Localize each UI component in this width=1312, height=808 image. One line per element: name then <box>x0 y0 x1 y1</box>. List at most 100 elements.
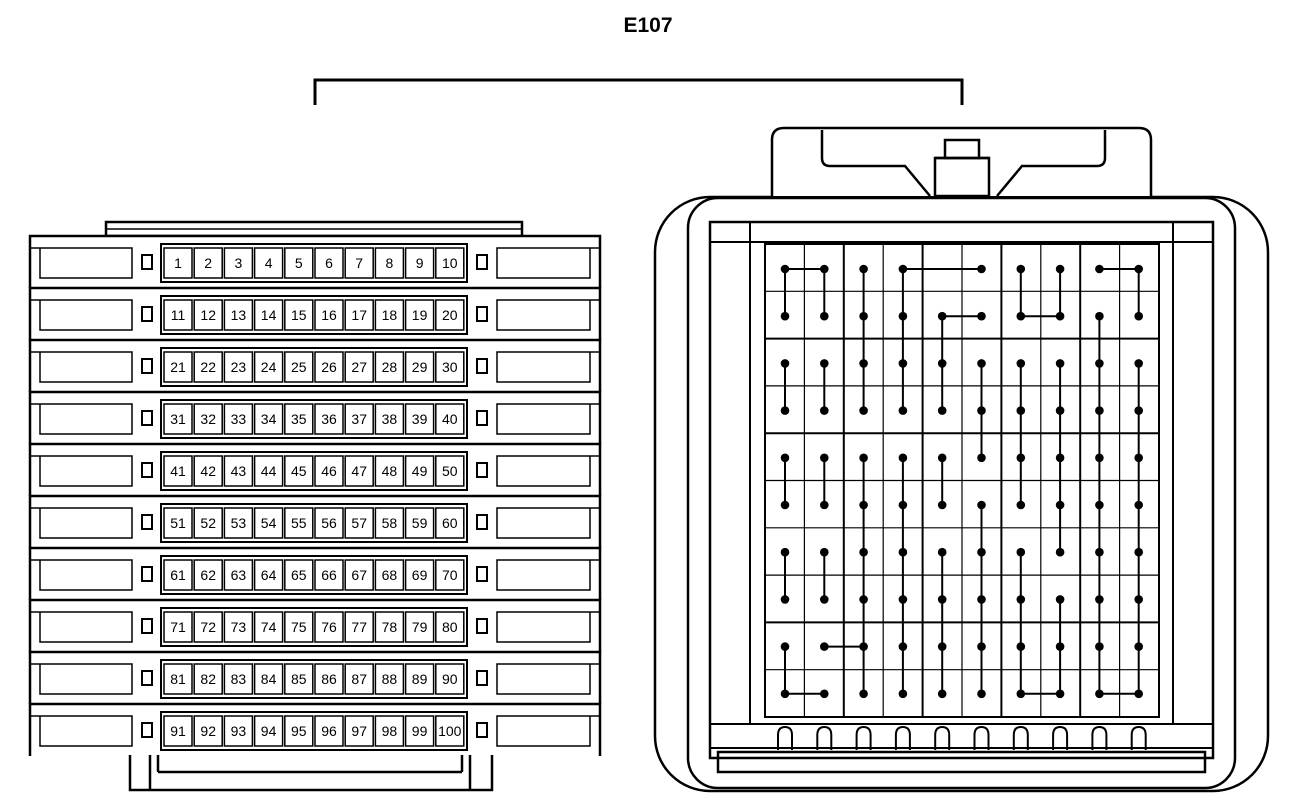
contact-dot <box>1016 311 1026 321</box>
pin-cavity <box>374 611 405 643</box>
contact-dot <box>1134 547 1143 557</box>
contact-dot <box>1016 359 1026 368</box>
row-latch-window <box>476 306 488 322</box>
pin-cavity <box>163 403 193 435</box>
pin-cavity <box>284 403 314 435</box>
contact-dot <box>859 595 868 604</box>
contact-dot <box>1095 311 1104 321</box>
contact-dot <box>1016 689 1026 699</box>
pin-cavity <box>193 507 223 539</box>
pin-number: 70 <box>442 567 458 583</box>
pin-cavity <box>253 351 284 383</box>
contact-dot <box>780 406 790 415</box>
contact-dot <box>859 406 868 415</box>
contact-dot <box>898 359 908 368</box>
pin-number: 52 <box>200 515 216 531</box>
retainer-slot <box>973 725 990 750</box>
pin-number: 3 <box>235 255 243 271</box>
pin-cavity <box>374 559 405 591</box>
cavity-contacts <box>780 264 1143 699</box>
contact-dot <box>1055 642 1065 651</box>
row-side-step <box>30 663 133 695</box>
row-side-step <box>30 403 133 435</box>
pin-number: 24 <box>261 359 277 375</box>
row-latch-window <box>141 410 153 426</box>
pin-number: 45 <box>291 463 307 479</box>
contact-dot <box>859 642 868 651</box>
row-side-step <box>496 663 600 695</box>
pin-cavity <box>193 611 223 643</box>
pin-number: 57 <box>351 515 367 531</box>
contact-dot <box>820 359 829 368</box>
pin-cavity <box>223 559 254 591</box>
contact-dot <box>898 689 908 699</box>
pin-number: 100 <box>438 723 462 739</box>
retainer-slot <box>934 725 951 750</box>
pin-number: 8 <box>386 255 394 271</box>
pin-cavity <box>163 351 193 383</box>
pin-number: 98 <box>382 723 398 739</box>
row-latch-window <box>476 670 488 686</box>
pin-cavity <box>435 351 465 383</box>
contact-dot <box>820 500 829 510</box>
pin-cavity <box>374 351 405 383</box>
pin-cavity <box>314 455 344 487</box>
pin-number: 72 <box>200 619 216 635</box>
row-latch-window <box>141 618 153 634</box>
pin-cavity <box>435 403 465 435</box>
pin-cavity <box>253 299 284 331</box>
pin-cavity <box>163 611 193 643</box>
pin-cavity <box>435 559 465 591</box>
pin-cavity <box>193 299 223 331</box>
pin-number: 42 <box>200 463 216 479</box>
row-latch-window <box>141 254 153 270</box>
pin-number: 86 <box>321 671 337 687</box>
pin-cavity <box>314 403 344 435</box>
pin-number: 16 <box>321 307 337 323</box>
contact-dot <box>977 453 986 463</box>
contact-dot <box>820 547 829 557</box>
pin-number: 82 <box>200 671 216 687</box>
pin-cavity <box>284 299 314 331</box>
pin-number: 68 <box>382 567 398 583</box>
pin-number: 43 <box>231 463 247 479</box>
contact-dot <box>1055 264 1065 274</box>
pin-cavity <box>435 299 465 331</box>
pin-number: 99 <box>412 723 428 739</box>
pin-cavity <box>163 663 193 695</box>
pin-cavity <box>374 715 405 747</box>
pin-cavity <box>314 715 344 747</box>
row-latch-window <box>141 358 153 374</box>
pin-cavity <box>344 351 374 383</box>
pin-cavity <box>404 247 435 279</box>
pin-number: 30 <box>442 359 458 375</box>
contact-dot <box>820 311 829 321</box>
pin-number: 74 <box>261 619 277 635</box>
retainer-slot <box>855 725 872 750</box>
contact-dot <box>937 500 947 510</box>
inner-housing <box>686 196 1237 790</box>
pin-cavity <box>435 455 465 487</box>
pin-number: 2 <box>204 255 212 271</box>
pin-cavity <box>193 247 223 279</box>
pin-number: 97 <box>351 723 367 739</box>
contact-dot <box>977 689 986 699</box>
contact-dot <box>1016 500 1026 510</box>
contact-dot <box>780 689 790 699</box>
pin-cavity <box>223 611 254 643</box>
pin-number: 44 <box>261 463 277 479</box>
pin-number: 32 <box>200 411 216 427</box>
pin-number: 10 <box>442 255 458 271</box>
pin-cavity <box>344 559 374 591</box>
contact-dot <box>1134 595 1143 604</box>
row-latch-window <box>476 566 488 582</box>
contact-dot <box>780 547 790 557</box>
pin-cavity <box>223 715 254 747</box>
pin-cavity <box>404 403 435 435</box>
pin-number: 47 <box>351 463 367 479</box>
row-side-step <box>30 559 133 591</box>
contact-dot <box>977 406 986 415</box>
